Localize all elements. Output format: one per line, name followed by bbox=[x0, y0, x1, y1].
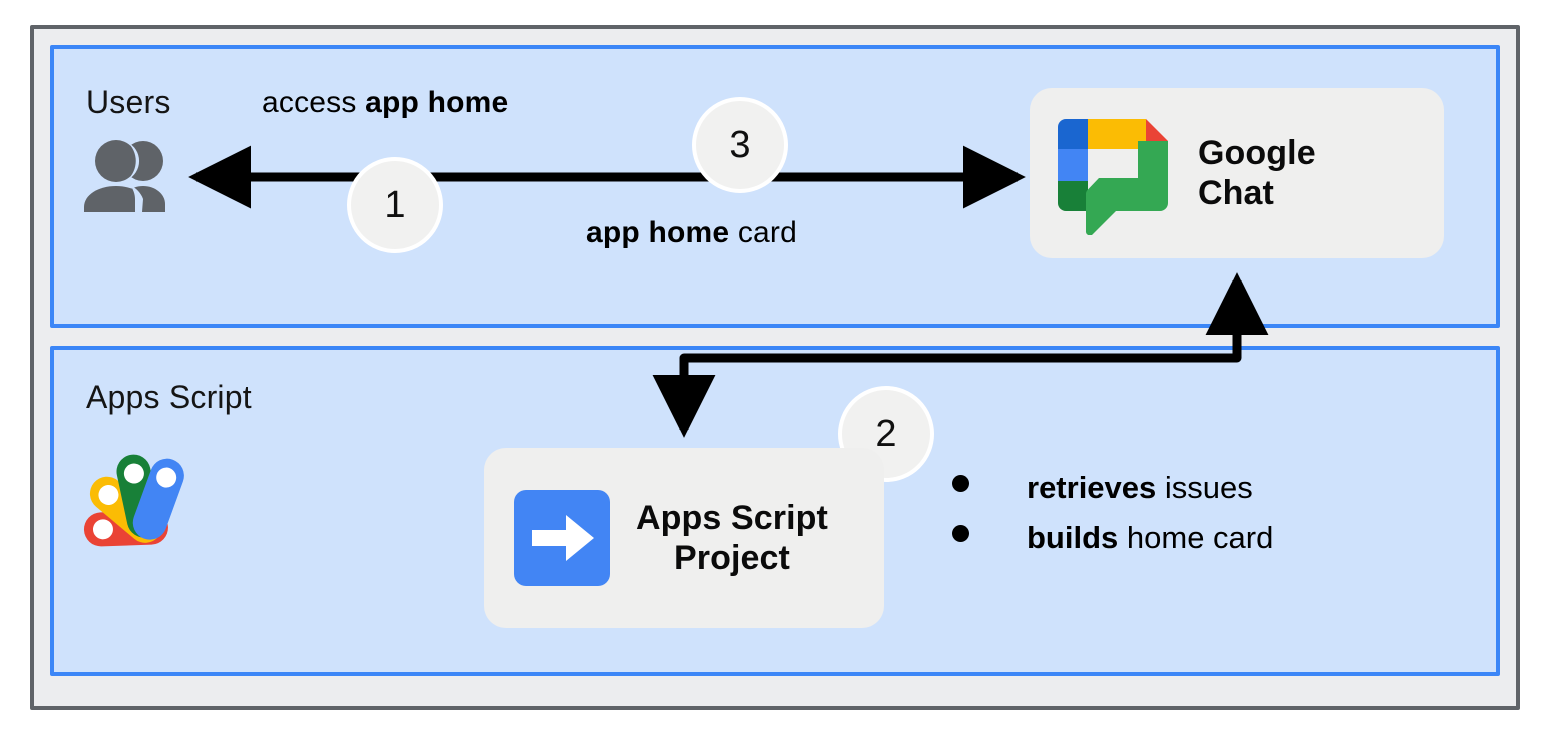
node-apps-script-project-label-line-1: Apps Script bbox=[636, 498, 828, 537]
edge-label-access-app-home: access app home bbox=[262, 86, 508, 120]
bullet-dot-icon bbox=[952, 475, 969, 492]
step-badge-3-number: 3 bbox=[729, 124, 751, 166]
list-item: retrieves issues bbox=[952, 470, 1273, 506]
list-item-text: retrieves issues bbox=[1027, 470, 1253, 506]
node-google-chat-label-line-2: Chat bbox=[1198, 174, 1274, 212]
node-apps-script-project[interactable]: Apps Script Project bbox=[484, 448, 884, 628]
apps-script-fan-icon bbox=[82, 440, 202, 552]
list-item: builds home card bbox=[952, 520, 1273, 556]
edge-label-app-home-card: app home card bbox=[586, 216, 797, 250]
list-item-plain-1: home card bbox=[1118, 520, 1274, 555]
step-badge-3: 3 bbox=[692, 97, 788, 193]
step-badge-1-number: 1 bbox=[384, 184, 406, 226]
node-google-chat-label-line-1: Google bbox=[1198, 133, 1316, 172]
list-item-text: builds home card bbox=[1027, 520, 1273, 556]
people-icon bbox=[80, 140, 180, 212]
apps-script-actions-list: retrieves issues builds home card bbox=[952, 470, 1273, 556]
bullet-dot-icon bbox=[952, 525, 969, 542]
list-item-bold-0: retrieves bbox=[1027, 470, 1157, 505]
node-google-chat-label: Google Chat bbox=[1198, 133, 1316, 213]
apps-script-arrow-icon bbox=[514, 490, 610, 586]
edge-label-card-plain: card bbox=[729, 216, 797, 249]
node-apps-script-project-label-line-2: Project bbox=[673, 539, 790, 577]
zone-label-users: Users bbox=[86, 84, 171, 120]
edge-label-access-plain: access bbox=[262, 86, 366, 119]
list-item-plain-0: issues bbox=[1156, 470, 1253, 505]
edge-label-card-bold: app home bbox=[586, 216, 730, 249]
step-badge-2-number: 2 bbox=[875, 413, 897, 455]
google-chat-logo-icon bbox=[1052, 111, 1176, 236]
list-item-bold-1: builds bbox=[1027, 520, 1119, 555]
node-apps-script-project-label: Apps Script Project bbox=[636, 498, 828, 578]
node-google-chat[interactable]: Google Chat bbox=[1030, 88, 1444, 258]
edge-label-access-bold: app home bbox=[365, 86, 509, 119]
step-badge-1: 1 bbox=[347, 157, 443, 253]
zone-label-apps-script: Apps Script bbox=[86, 379, 252, 415]
